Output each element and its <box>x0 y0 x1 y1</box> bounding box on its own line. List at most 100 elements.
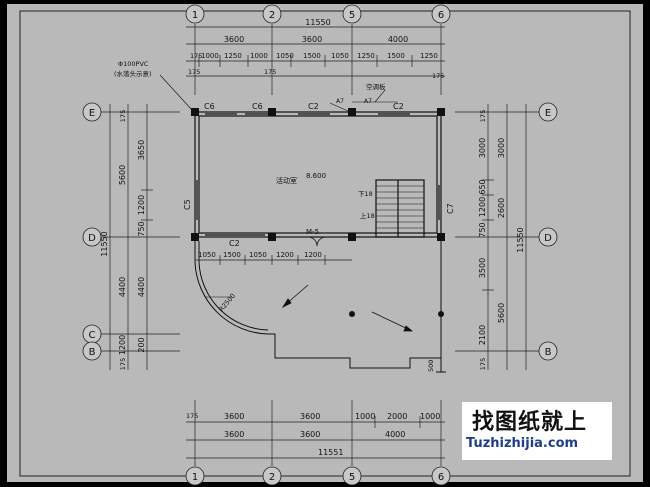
axis-5-bottom: 5 <box>349 472 355 483</box>
left-175a: 175 <box>119 110 127 122</box>
left-1200a: 1200 <box>118 335 127 355</box>
bot-e3: 4000 <box>385 430 405 439</box>
top-dim-3600b: 3600 <box>302 35 322 44</box>
axis-2-top: 2 <box>269 10 275 21</box>
walls <box>194 111 442 238</box>
top-dim-texts: 11550 3600 3600 4000 175 1000 1250 1000 … <box>188 18 444 80</box>
bot-d2: 3600 <box>224 412 244 421</box>
balcony <box>194 241 446 373</box>
axis-6-top: 6 <box>438 10 444 21</box>
left-5600: 5600 <box>118 165 127 185</box>
ac-board-label: 空调板 <box>366 82 386 91</box>
top-e2: 175 <box>264 68 276 76</box>
left-750: 750 <box>137 221 146 236</box>
a7-label-2: A7 <box>364 98 372 105</box>
right-3000b: 3000 <box>497 138 506 158</box>
window-c7: C7 <box>446 203 455 214</box>
top-dim-3600a: 3600 <box>224 35 244 44</box>
left-dim-texts: 11550 5600 4400 1200 175 175 3650 1200 7… <box>100 110 146 370</box>
mid-d4: 1200 <box>276 251 294 259</box>
watermark: 找图纸就上 Tuzhizhijia.com <box>462 402 612 460</box>
stair-treads <box>376 185 424 229</box>
right-1200: 1200 <box>478 197 487 217</box>
top-d2: 1000 <box>201 52 219 60</box>
right-3500: 3500 <box>478 258 487 278</box>
top-d8: 1250 <box>357 52 375 60</box>
drain-note: (水落头示意) <box>114 69 152 78</box>
top-d7: 1050 <box>331 52 349 60</box>
bot-d5: 2000 <box>387 412 407 421</box>
a7-label-1: A7 <box>336 98 344 105</box>
grid-lines <box>100 24 540 466</box>
mid-dim-texts: 1050 1500 1050 1200 1200 <box>198 251 322 259</box>
bot-d4: 1000 <box>355 412 375 421</box>
top-d6: 1500 <box>303 52 321 60</box>
top-d4: 1000 <box>250 52 268 60</box>
door-m5 <box>307 236 327 247</box>
top-d9: 1500 <box>387 52 405 60</box>
bot-total: 11551 <box>318 448 343 457</box>
left-total: 11550 <box>100 231 109 256</box>
top-dim-4000: 4000 <box>388 35 408 44</box>
left-3650: 3650 <box>137 140 146 160</box>
window-c2-a: C2 <box>308 102 319 111</box>
bottom-dimensions <box>186 416 445 459</box>
top-d3: 1250 <box>224 52 242 60</box>
columns <box>191 108 445 317</box>
door-m5-label: M-5 <box>306 228 319 236</box>
window-c2-b: C2 <box>393 102 404 111</box>
left-1200b: 1200 <box>137 195 146 215</box>
top-dimensions <box>186 26 445 77</box>
mid-d2: 1500 <box>223 251 241 259</box>
right-2600: 2600 <box>497 198 506 218</box>
axis-bubbles <box>82 4 558 486</box>
watermark-cn: 找图纸就上 <box>472 410 588 435</box>
watermark-url: Tuzhizhijia.com <box>466 436 579 451</box>
right-dim-texts: 11550 3000 2600 5600 175 175 3000 650 12… <box>478 110 525 370</box>
right-175b: 175 <box>479 358 487 370</box>
leaders <box>159 74 398 298</box>
axis-D-left: D <box>88 233 96 244</box>
window-c2-c: C2 <box>229 239 240 248</box>
left-dimensions <box>109 104 153 370</box>
top-d5: 1050 <box>276 52 294 60</box>
left-4400b: 4400 <box>137 277 146 297</box>
bot-e2: 3600 <box>300 430 320 439</box>
axis-6-bottom: 6 <box>438 472 444 483</box>
bottom-dim-texts: 175 3600 3600 1000 2000 1000 3600 3600 4… <box>186 412 440 457</box>
bot-d1: 175 <box>186 412 198 420</box>
plan-labels: Φ100PVC (水落头示意) 空调板 A7 A7 C6 C6 C2 C2 C2… <box>114 60 455 372</box>
right-750: 750 <box>478 222 487 237</box>
axis-2-bottom: 2 <box>269 472 275 483</box>
top-total-dim: 11550 <box>305 18 330 27</box>
right-dimensions <box>482 104 527 370</box>
mid-d1: 1050 <box>198 251 216 259</box>
axis-1-top: 1 <box>192 10 198 21</box>
top-e1: 175 <box>188 68 200 76</box>
top-d10: 1250 <box>420 52 438 60</box>
mid-d3: 1050 <box>249 251 267 259</box>
level-mark: 8.600 <box>306 172 326 180</box>
stair-down: 下18 <box>358 190 373 198</box>
window-c5: C5 <box>183 199 192 210</box>
dim-500: 500 <box>427 360 435 372</box>
axis-labels: 1 2 5 6 1 2 5 6 E D C B E D B <box>88 10 552 483</box>
drawing-frame <box>19 10 631 477</box>
right-2100: 2100 <box>478 325 487 345</box>
bot-d3: 3600 <box>300 412 320 421</box>
axis-D-right: D <box>544 233 552 244</box>
axis-B-right: B <box>545 347 552 358</box>
right-5600: 5600 <box>497 303 506 323</box>
mid-dimensions <box>195 255 352 265</box>
stair-up: 上18 <box>360 211 375 220</box>
window-c6-b: C6 <box>252 102 263 111</box>
right-3000a: 3000 <box>478 138 487 158</box>
axis-B-left: B <box>89 347 96 358</box>
room-name: 活动室 <box>276 176 297 185</box>
slope-arrows <box>281 284 414 332</box>
axis-1-bottom: 1 <box>192 472 198 483</box>
top-d1: 175 <box>190 52 202 60</box>
bot-d6: 1000 <box>420 412 440 421</box>
